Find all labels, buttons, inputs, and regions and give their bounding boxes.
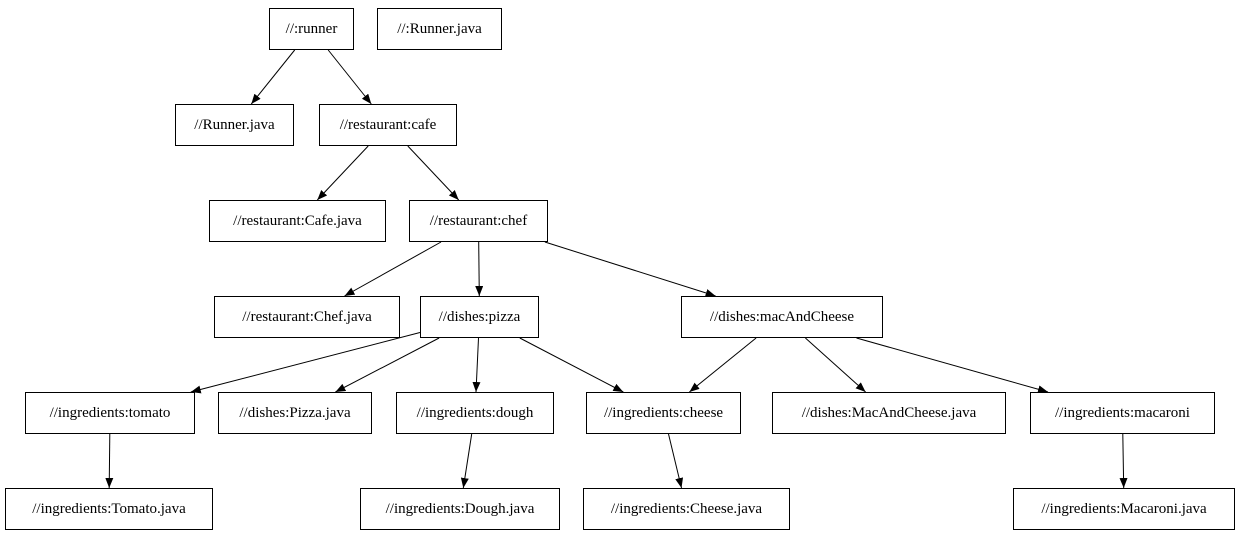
edge-runner-to-runner-java	[250, 49, 296, 105]
node-macaroni: //ingredients:macaroni	[1030, 392, 1215, 434]
node-tomato: //ingredients:tomato	[25, 392, 195, 434]
node-label: //ingredients:Macaroni.java	[1041, 500, 1207, 517]
edge-mac-and-cheese-to-cheese	[689, 337, 757, 393]
node-mac-and-cheese: //dishes:macAndCheese	[681, 296, 883, 338]
node-cafe-java: //restaurant:Cafe.java	[209, 200, 386, 242]
node-label: //ingredients:dough	[416, 404, 534, 421]
node-label: //restaurant:Cafe.java	[233, 212, 362, 229]
edge-chef-to-chef-java	[344, 241, 442, 297]
edge-pizza-to-cheese	[519, 337, 624, 393]
edge-mac-and-cheese-to-mac-and-cheese-java	[805, 337, 866, 393]
node-runner-java: //Runner.java	[175, 104, 294, 146]
node-label: //restaurant:cafe	[339, 116, 437, 133]
edge-pizza-to-pizza-java	[335, 337, 440, 393]
edge-chef-to-pizza	[475, 241, 484, 297]
node-label: //dishes:macAndCheese	[709, 308, 855, 325]
node-runner-java-root: //:Runner.java	[377, 8, 502, 50]
node-label: //restaurant:chef	[429, 212, 528, 229]
node-cheese: //ingredients:cheese	[586, 392, 741, 434]
edge-cafe-to-chef	[407, 145, 460, 201]
node-label: //dishes:pizza	[438, 308, 521, 325]
node-label: //restaurant:Chef.java	[242, 308, 372, 325]
node-pizza-java: //dishes:Pizza.java	[218, 392, 372, 434]
node-dough: //ingredients:dough	[396, 392, 554, 434]
edge-tomato-to-tomato-java	[105, 433, 114, 489]
node-macaroni-java: //ingredients:Macaroni.java	[1013, 488, 1235, 530]
node-cheese-java: //ingredients:Cheese.java	[583, 488, 790, 530]
edge-cheese-to-cheese-java	[668, 433, 684, 489]
edge-pizza-to-dough	[472, 337, 481, 393]
node-label: //ingredients:macaroni	[1055, 404, 1190, 421]
edge-dough-to-dough-java	[460, 433, 473, 489]
node-label: //ingredients:Cheese.java	[610, 500, 763, 517]
node-label: //dishes:Pizza.java	[239, 404, 351, 421]
edge-runner-to-cafe	[327, 49, 372, 105]
node-tomato-java: //ingredients:Tomato.java	[5, 488, 213, 530]
node-label: //ingredients:Dough.java	[385, 500, 535, 517]
node-mac-and-cheese-java: //dishes:MacAndCheese.java	[772, 392, 1006, 434]
node-label: //:runner	[285, 20, 338, 37]
edge-macaroni-to-macaroni-java	[1119, 433, 1128, 489]
node-pizza: //dishes:pizza	[420, 296, 539, 338]
node-label: //Runner.java	[194, 116, 275, 133]
node-cafe: //restaurant:cafe	[319, 104, 457, 146]
edge-chef-to-mac-and-cheese	[544, 241, 716, 297]
edge-pizza-to-tomato	[190, 332, 421, 394]
node-runner: //:runner	[269, 8, 354, 50]
node-label: //ingredients:tomato	[49, 404, 171, 421]
node-label: //ingredients:cheese	[603, 404, 724, 421]
edge-cafe-to-cafe-java	[316, 145, 369, 201]
node-chef: //restaurant:chef	[409, 200, 548, 242]
node-dough-java: //ingredients:Dough.java	[360, 488, 560, 530]
node-label: //:Runner.java	[397, 20, 482, 37]
edge-mac-and-cheese-to-macaroni	[856, 337, 1049, 394]
node-label: //dishes:MacAndCheese.java	[801, 404, 977, 421]
node-chef-java: //restaurant:Chef.java	[214, 296, 400, 338]
node-label: //ingredients:Tomato.java	[32, 500, 186, 517]
